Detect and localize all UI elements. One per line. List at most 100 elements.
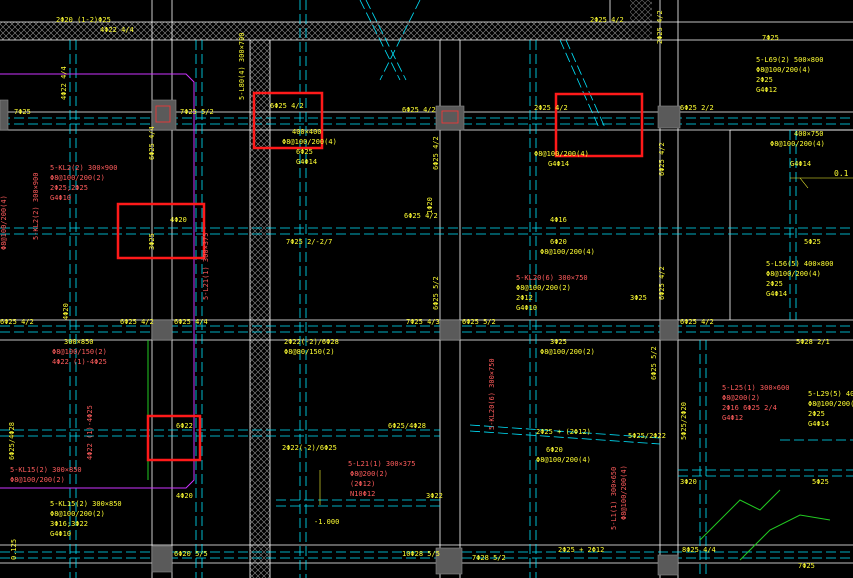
vertical-label: 4Φ20 xyxy=(62,303,70,320)
label: 300×850 xyxy=(64,338,94,346)
vertical-label: 0.125 xyxy=(10,539,18,560)
label: 5-L29(5) 400×800 xyxy=(808,390,853,398)
label: 2Φ22(-2)/6Φ25 xyxy=(282,444,337,452)
label: 5Φ25/2Φ22 xyxy=(628,432,666,440)
label: 7Φ25 4/3 xyxy=(406,318,440,326)
label: 2Φ25 + 2Φ12 xyxy=(558,546,604,554)
column xyxy=(435,547,463,575)
label: 5-L56(5) 400×800 xyxy=(766,260,833,268)
label: 2Φ25 xyxy=(766,280,783,288)
label: 5-KL15(2) 300×850 xyxy=(50,500,122,508)
vertical-label: 6Φ25 4/4 xyxy=(148,126,156,160)
label: 6Φ25 xyxy=(296,148,313,156)
label: 6Φ20 xyxy=(550,238,567,246)
vertical-label: 5-KL2(2) 300×900 xyxy=(32,173,40,240)
label: 7Φ25 2/-2/7 xyxy=(286,238,332,246)
highlight-box-3 xyxy=(116,202,206,260)
label: 4Φ16 xyxy=(550,216,567,224)
vertical-label: 6Φ25 5/2 xyxy=(650,346,658,380)
label: 6Φ25 4/2 xyxy=(0,318,34,326)
label: G4Φ14 xyxy=(808,420,829,428)
label: 5-KL20(6) 300×750 xyxy=(516,274,588,282)
vertical-label: 6Φ25 5/2 xyxy=(432,276,440,310)
label: 6Φ20 xyxy=(546,446,563,454)
column xyxy=(657,554,679,576)
label: 5Φ28 2/1 xyxy=(796,338,830,346)
label: 3Φ25 xyxy=(550,338,567,346)
vertical-label: 5Φ25/2Φ20 xyxy=(680,402,688,440)
label: 5Φ25 xyxy=(804,238,821,246)
label: Φ8@200(2) xyxy=(350,470,388,478)
vertical-label: 1Φ20 xyxy=(426,197,434,214)
label: 4Φ20 xyxy=(176,492,193,500)
label: 2Φ25;2Φ25 xyxy=(50,184,88,192)
label: 3Φ16;3Φ22 xyxy=(50,520,88,528)
label: 2Φ25 xyxy=(756,76,773,84)
label: G4Φ12 xyxy=(756,86,777,94)
vertical-label: 4Φ22 4/4 xyxy=(60,66,68,100)
vertical-label: 6Φ25 4/2 xyxy=(658,266,666,300)
column xyxy=(151,319,173,341)
label: Φ8@100/150(2) xyxy=(52,348,107,356)
label: 2Φ16 6Φ25 2/4 xyxy=(722,404,777,412)
label: 6Φ25/4Φ28 xyxy=(388,422,426,430)
label: 6Φ20 5/5 xyxy=(174,550,208,558)
label: 5-L25(1) 300×600 xyxy=(722,384,789,392)
label: Φ8@100/200(2) xyxy=(10,476,65,484)
label: Φ8@80/150(2) xyxy=(284,348,335,356)
label: -1.000 xyxy=(314,518,339,526)
label: 2Φ20 (1-2)Φ25 xyxy=(56,16,111,24)
label: G4Φ10 xyxy=(50,194,71,202)
label: G4Φ10 xyxy=(516,304,537,312)
slab-outline xyxy=(0,73,195,489)
vertical-label: 3Φ25 xyxy=(148,233,156,250)
label: 3Φ22 xyxy=(426,492,443,500)
vertical-label: 5-L1(1) 300×650 xyxy=(610,467,618,530)
label: 6Φ25 4/2 xyxy=(402,106,436,114)
label: 4Φ20 xyxy=(170,216,187,224)
label: 4Φ22 4/4 xyxy=(100,26,134,34)
label: 8Φ25 4/4 xyxy=(682,546,716,554)
label: (2Φ12) xyxy=(350,480,375,488)
label: 6Φ22 xyxy=(176,422,193,430)
label: 7Φ25 xyxy=(762,34,779,42)
column xyxy=(439,319,461,341)
label: Φ8@100/200(2) xyxy=(50,174,105,182)
label: 6Φ25 5/2 xyxy=(462,318,496,326)
label: 2Φ25 xyxy=(808,410,825,418)
label: Φ8@100/200(4) xyxy=(536,456,591,464)
label: 2Φ25 4/2 xyxy=(534,104,568,112)
label: 10Φ28 5/5 xyxy=(402,550,440,558)
label: Φ8@100/200(4) xyxy=(808,400,853,408)
vertical-label: Φ8@100/200(4) xyxy=(0,195,8,250)
label: Φ8@200(2) xyxy=(722,394,760,402)
columns xyxy=(0,99,681,576)
label: 6Φ25 2/2 xyxy=(680,104,714,112)
label: 400×750 xyxy=(794,130,824,138)
label: Φ8@100/200(2) xyxy=(50,510,105,518)
label: 7Φ25 xyxy=(14,108,31,116)
label: 6Φ25 4/2 xyxy=(120,318,154,326)
label: 5Φ25 xyxy=(812,478,829,486)
vertical-label: 6Φ25/4Φ28 xyxy=(8,422,16,460)
label: 3Φ20 xyxy=(680,478,697,486)
label: 400×400 xyxy=(292,128,322,136)
label: G4Φ14 xyxy=(548,160,569,168)
label: 5-L69(2) 500×800 xyxy=(756,56,823,64)
label: Φ8@100/200(4) xyxy=(540,248,595,256)
label: 6Φ25 4/2 xyxy=(404,212,438,220)
column xyxy=(0,99,9,131)
label: G4Φ14 xyxy=(296,158,317,166)
vertical-label: 4Φ22 (1)-4Φ25 xyxy=(86,405,94,460)
hatched-walls xyxy=(0,0,652,578)
column xyxy=(657,105,681,129)
label: Φ8@100/200(2) xyxy=(540,348,595,356)
label: 4Φ22 (1)-4Φ25 xyxy=(52,358,107,366)
label: Φ8@100/200(4) xyxy=(756,66,811,74)
label: 0.1 xyxy=(834,169,849,178)
label: G4Φ14 xyxy=(766,290,787,298)
highlight-box-4 xyxy=(146,414,202,462)
vertical-label: Φ8@100/200(4) xyxy=(620,465,628,520)
